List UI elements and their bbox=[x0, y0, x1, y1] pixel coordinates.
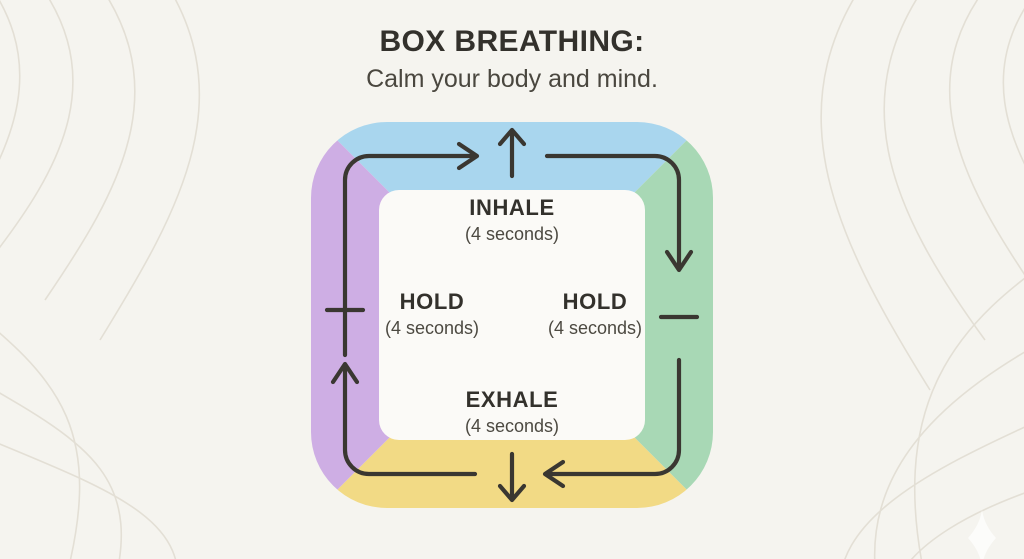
header: BOX BREATHING: Calm your body and mind. bbox=[0, 25, 1024, 94]
hold-left-name: HOLD bbox=[399, 289, 465, 314]
label-hold-left: HOLD (4 seconds) bbox=[384, 289, 480, 340]
exhale-name: EXHALE bbox=[465, 387, 559, 412]
box-breathing-diagram bbox=[307, 118, 717, 512]
arrowhead-up bbox=[330, 361, 360, 385]
arrowhead-left bbox=[542, 459, 566, 489]
inhale-name: INHALE bbox=[469, 195, 555, 220]
hold-left-duration: (4 seconds) bbox=[384, 318, 480, 339]
flow-bottom-left bbox=[342, 363, 478, 477]
hold-right-duration: (4 seconds) bbox=[547, 318, 643, 339]
label-inhale: INHALE (4 seconds) bbox=[464, 195, 560, 246]
flow-top-right bbox=[544, 153, 682, 271]
exhale-duration: (4 seconds) bbox=[464, 416, 560, 437]
marker-inhale-up-arrow bbox=[497, 127, 527, 179]
phase-markers bbox=[324, 127, 700, 503]
arrowhead-down bbox=[664, 249, 694, 273]
flow-bottom-right bbox=[544, 357, 682, 477]
flow-top-left bbox=[342, 153, 478, 358]
marker-exhale-down-arrow bbox=[497, 451, 527, 503]
arrowhead-top-right-dir bbox=[456, 141, 480, 171]
page-subtitle: Calm your body and mind. bbox=[366, 65, 658, 94]
page-title: BOX BREATHING: bbox=[379, 25, 645, 58]
label-hold-right: HOLD (4 seconds) bbox=[547, 289, 643, 340]
label-exhale: EXHALE (4 seconds) bbox=[464, 387, 560, 438]
inhale-duration: (4 seconds) bbox=[464, 224, 560, 245]
inner-panel bbox=[379, 190, 645, 440]
flow-path bbox=[330, 141, 694, 489]
hold-right-name: HOLD bbox=[562, 289, 628, 314]
